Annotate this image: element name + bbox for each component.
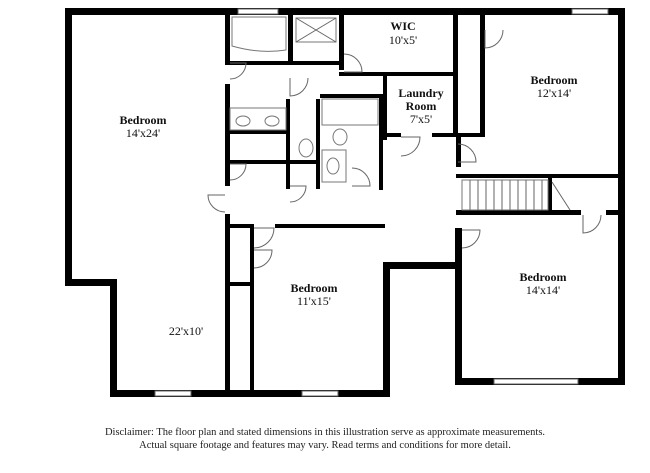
windows [154, 8, 609, 397]
door [351, 167, 371, 187]
interior-walls [225, 15, 620, 394]
room-name: Bedroom [119, 113, 166, 127]
toilet [298, 138, 314, 158]
room-labels: Bedroom 14'x24' WIC 10'x5' Laundry Room … [119, 19, 577, 338]
window [301, 390, 339, 397]
room-dimensions: 10'x5' [389, 33, 417, 47]
door [207, 194, 226, 213]
door [457, 143, 477, 163]
window [493, 378, 579, 385]
hall-vanity [321, 149, 347, 183]
room-name: Bedroom [530, 73, 577, 87]
room-dimensions: 11'x15' [297, 294, 331, 308]
door [343, 53, 363, 73]
door [253, 227, 275, 249]
door [289, 185, 307, 203]
window [154, 390, 192, 397]
disclaimer: Disclaimer: The floor plan and stated di… [0, 426, 650, 452]
tub [231, 16, 287, 52]
hall-tub [321, 98, 379, 126]
window [237, 8, 279, 15]
window [571, 8, 609, 15]
room-dimensions: 7'x5' [410, 112, 432, 126]
door [582, 214, 602, 234]
door [400, 136, 421, 157]
room-dimensions: 12'x14' [537, 86, 571, 100]
room-dimensions: 14'x14' [526, 283, 560, 297]
door [229, 62, 247, 80]
room-name: Room [406, 99, 437, 113]
door [484, 29, 504, 49]
room-name: WIC [390, 19, 415, 33]
hall-toilet [332, 128, 348, 146]
disclaimer-line: Actual square footage and features may v… [139, 440, 511, 451]
room-dimensions: 14'x24' [126, 126, 160, 140]
disclaimer-line: Disclaimer: The floor plan and stated di… [104, 427, 546, 438]
fixtures [229, 16, 571, 211]
door [461, 229, 481, 249]
room-dimensions: 22'x10' [169, 324, 203, 338]
door [229, 163, 247, 181]
room-name: Bedroom [519, 270, 566, 284]
hall-sink [326, 157, 340, 175]
room-name: Laundry [398, 86, 443, 100]
stairs [461, 179, 571, 211]
door [253, 249, 273, 269]
door [289, 77, 309, 97]
sink [264, 115, 280, 127]
room-name: Bedroom [290, 281, 337, 295]
door-swings [207, 29, 602, 269]
sink [235, 115, 251, 127]
